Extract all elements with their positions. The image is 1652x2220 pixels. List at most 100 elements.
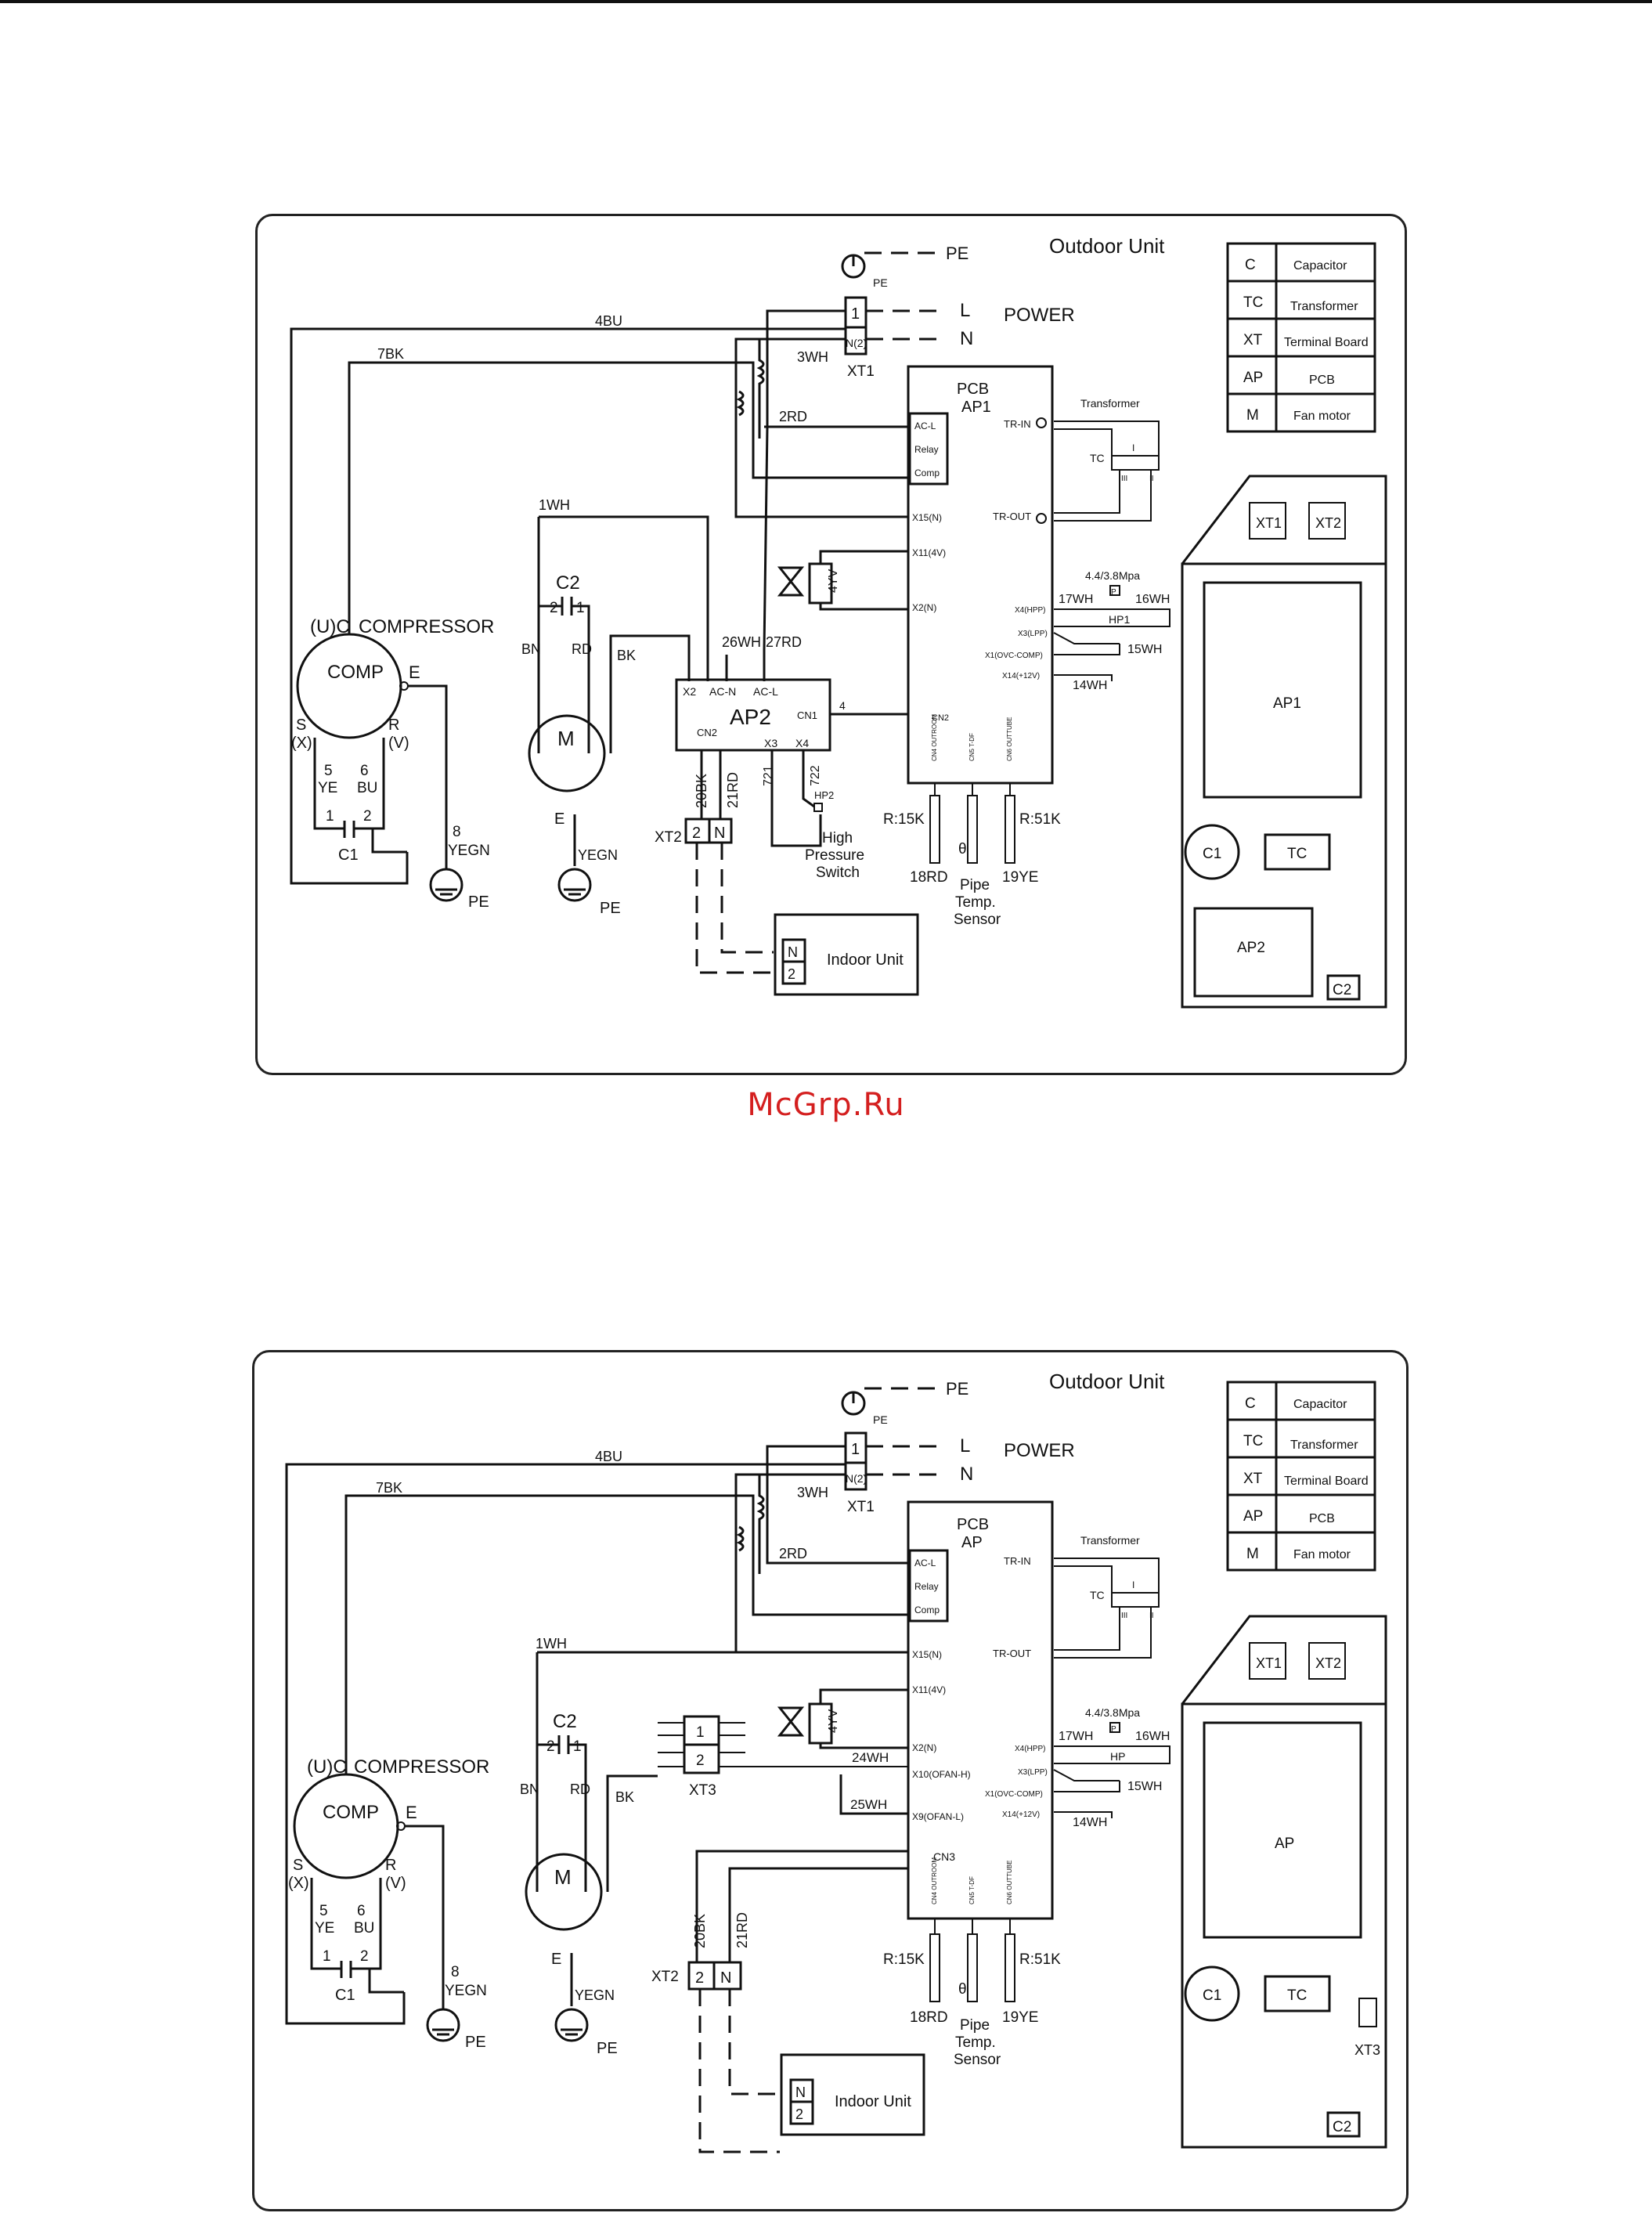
label-diagram1-pcb-x3: X3(LPP) bbox=[1018, 630, 1048, 638]
label-diagram1-compressor-s: S bbox=[296, 717, 306, 734]
legend-code-tc: TC bbox=[1243, 294, 1263, 311]
watermark: McGrp.Ru bbox=[747, 1087, 905, 1123]
compressor: (U)C COMPRESSOR COMP E S (X) R (V) 5 YE … bbox=[285, 1494, 755, 2051]
label-diagram2-pcb-relay: Relay bbox=[914, 1581, 939, 1592]
label-diagram1-hp-p: P bbox=[1111, 588, 1116, 597]
label-diagram1-wires-yegn_fan: YEGN bbox=[578, 847, 618, 863]
xt1-terminal-n: N(2) bbox=[846, 337, 867, 349]
label-diagram2-pcb-cn3: CN3 bbox=[933, 1850, 955, 1863]
label-diagram2-power-pe: PE bbox=[946, 1379, 968, 1399]
diagram-2-frame bbox=[252, 1350, 1409, 2211]
label-diagram1-pcb-cn6: CN6 OUTTUBE bbox=[1006, 717, 1013, 761]
label-diagram1-compressor-v: (V) bbox=[388, 735, 409, 752]
label-diagram2-pcb-cn4: CN4 OUTROOM bbox=[931, 1857, 938, 1904]
label-diagram2-legend-0-code: C bbox=[1245, 1395, 1256, 1412]
label-diagram2-sensors-theta: θ bbox=[958, 1981, 967, 1998]
diagram-1-frame bbox=[255, 214, 1407, 1075]
label-diagram2-power-label: POWER bbox=[1004, 1440, 1075, 1461]
label-diagram1-layout-xt2: XT2 bbox=[1315, 515, 1341, 531]
label-diagram2-fan-m: M bbox=[554, 1865, 572, 1889]
label-diagram2-power-pe: PE bbox=[873, 1413, 888, 1426]
label-diagram2-sensors-r51: R:51K bbox=[1019, 1951, 1061, 1968]
label-diagram2-sensors-pipe-2: Sensor bbox=[954, 2052, 1001, 2068]
label-diagram2-pcb-x9: X9(OFAN-L) bbox=[912, 1811, 964, 1822]
label-diagram2-layout-xt1: XT1 bbox=[1256, 1655, 1282, 1671]
label-diagram2-xt3-t2: 2 bbox=[696, 1753, 705, 1769]
label-diagram1-indoor-tn: N bbox=[788, 944, 798, 960]
label-diagram2-pcb-sub: AP bbox=[961, 1534, 983, 1551]
component-layout-2: XT1 XT2 AP C1 TC XT3 C2 bbox=[1181, 1615, 1387, 2149]
label-diagram2-valve: 4YV bbox=[827, 1709, 840, 1733]
label-diagram2-pcb-x3: X3(LPP) bbox=[1018, 1768, 1048, 1777]
label-diagram1-wires-wh15: 15WH bbox=[1127, 643, 1162, 656]
label-diagram2-wires-rd2: 2RD bbox=[779, 1546, 807, 1561]
label-diagram2-hp-rating: 4.4/3.8Mpa bbox=[1085, 1706, 1140, 1719]
label-diagram2-wires-yegn_fan: YEGN bbox=[575, 1987, 615, 2003]
label-diagram2-pcb-x10: X10(OFAN-H) bbox=[912, 1769, 971, 1780]
top-rule bbox=[0, 0, 1652, 3]
label-diagram2-wires-rd: RD bbox=[570, 1781, 590, 1797]
component-layout-1: XT1 XT2 AP1 C1 TC AP2 C2 bbox=[1181, 475, 1387, 1009]
label-diagram2-wires-rd21: 21RD bbox=[734, 1912, 750, 1948]
label-diagram1-wires-ye5: 5 bbox=[324, 763, 333, 779]
label-diagram2-pcb-x11: X11(4V) bbox=[912, 1684, 946, 1695]
label-diagram2-pcb-title: PCB bbox=[957, 1516, 989, 1533]
label-diagram1-wires-cn1_4: 4 bbox=[839, 699, 846, 712]
label-diagram2-compressor-v: (V) bbox=[385, 1875, 406, 1892]
label-diagram1-layout-tc: TC bbox=[1287, 846, 1307, 862]
label-diagram1-hp-rating: 4.4/3.8Mpa bbox=[1085, 569, 1140, 582]
label-diagram1-wires-wh3: 3WH bbox=[797, 349, 828, 365]
supply-wires: 4BU 7BK 3WH 2RD bbox=[285, 1445, 908, 1878]
label-diagram2-indoor-tn: N bbox=[795, 2085, 806, 2100]
xt2-indoor-link: 20BK 21RD XT2 2 N N 2 Indoor Unit bbox=[655, 750, 919, 996]
label-diagram2-legend-3-name: PCB bbox=[1309, 1512, 1335, 1525]
transformer-tc: Transformer TC I III II bbox=[1054, 397, 1160, 522]
label-diagram1-wires-rd18: 18RD bbox=[910, 869, 948, 886]
wiring-diagram-1: Outdoor Unit C Capacitor TC Transformer … bbox=[290, 234, 1387, 1009]
label-diagram2-wires-ye5: 5 bbox=[319, 1903, 328, 1919]
label-diagram1-layout-c1: C1 bbox=[1203, 846, 1221, 862]
label-diagram2-wires-wh14: 14WH bbox=[1073, 1816, 1107, 1829]
ap2-board: X2 AC-N AC-L AP2 CN1 CN2 X3 X4 26WH 27RD… bbox=[675, 634, 908, 881]
label-diagram2-power-t2: N(2) bbox=[846, 1472, 867, 1485]
label-diagram2-compressor-t2: 2 bbox=[360, 1948, 369, 1965]
label-diagram1-wires-rd2: 2RD bbox=[779, 409, 807, 424]
label-diagram1-sensors-r15: R:15K bbox=[883, 811, 925, 828]
label-diagram1-compressor-t1: 1 bbox=[326, 808, 334, 825]
hp1-switch: 4.4/3.8Mpa 17WH 16WH HP1 P 15WH 14WH bbox=[1053, 569, 1170, 692]
label-diagram1-transformer-label: Transformer bbox=[1080, 397, 1140, 410]
pcb-ap1: PCB AP1 AC-L Relay Comp X15(N) X11(4V) X… bbox=[907, 365, 1054, 785]
legend-table: C Capacitor TC Transformer XT Terminal B… bbox=[1226, 242, 1376, 433]
label-diagram1-wires-ye19: 19YE bbox=[1002, 869, 1038, 886]
label-diagram1-wires-bk: BK bbox=[617, 648, 636, 663]
label-diagram1-sensors-theta: θ bbox=[958, 841, 967, 857]
label-diagram2-wires-wh17: 17WH bbox=[1059, 1730, 1093, 1743]
label-diagram2-layout-ap: AP bbox=[1275, 1836, 1294, 1852]
label-diagram2-sensors-pipe-0: Pipe bbox=[960, 2017, 990, 2034]
label-diagram1-fan-c2: C2 bbox=[556, 572, 580, 594]
label-diagram1-pcb-x4: X4(HPP) bbox=[1015, 606, 1045, 615]
label-diagram2-wires-wh3: 3WH bbox=[797, 1485, 828, 1500]
label-diagram1-ap2-acn: AC-N bbox=[709, 685, 736, 698]
fan-motor: M C2 2 1 BN RD BK 1WH E YEGN PE bbox=[521, 497, 709, 917]
label-diagram1-wires-rd21: 21RD bbox=[725, 772, 741, 808]
label-diagram1-ap2-x4: X4 bbox=[795, 737, 809, 749]
label-diagram2-compressor-comp: COMP bbox=[323, 1802, 379, 1823]
label-diagram2-pcb-acl: AC-L bbox=[914, 1558, 936, 1568]
label-diagram1-pcb-x2: X2(N) bbox=[912, 602, 936, 613]
label-diagram1-sensors-pipe-2: Sensor bbox=[954, 911, 1001, 928]
label-diagram1-layout-c2: C2 bbox=[1333, 982, 1351, 998]
label-diagram2-compressor-r: R bbox=[385, 1857, 396, 1874]
label-diagram1-ap2-x2: X2 bbox=[683, 685, 696, 698]
label-diagram2-indoor-t2: 2 bbox=[795, 2106, 803, 2122]
label-diagram1-compressor-t2: 2 bbox=[363, 808, 372, 825]
label-diagram2-xt3-t1: 1 bbox=[696, 1724, 705, 1741]
line-n-label: N bbox=[960, 328, 973, 349]
line-l-label: L bbox=[960, 300, 970, 321]
label-diagram2-pcb-comp: Comp bbox=[914, 1605, 940, 1615]
label-diagram2-wires-bk20: 20BK bbox=[692, 1914, 708, 1948]
label-diagram2-fan-c2: C2 bbox=[553, 1711, 577, 1732]
label-diagram1-wires-bu6: 6 bbox=[360, 763, 369, 779]
label-diagram2-pcb-x4: X4(HPP) bbox=[1015, 1745, 1045, 1753]
label-diagram2-layout-c1: C1 bbox=[1203, 1987, 1221, 2004]
